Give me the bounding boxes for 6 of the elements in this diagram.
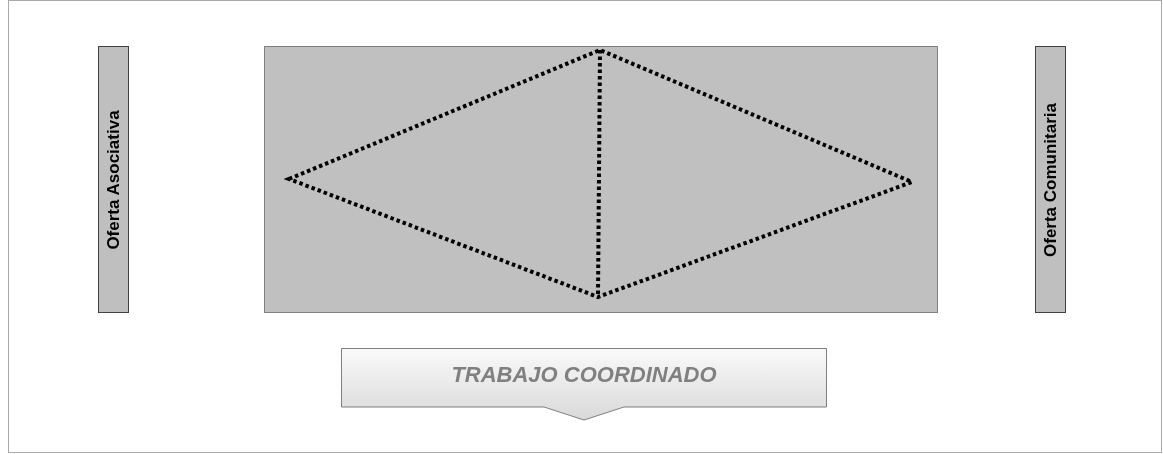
box-label: Oferta Comunitaria bbox=[1040, 102, 1061, 257]
callout-text: TRABAJO COORDINADO bbox=[450, 362, 718, 388]
label-box bbox=[98, 46, 129, 313]
callout-arrow-box bbox=[341, 348, 827, 421]
box-label: Oferta Asociativa bbox=[103, 109, 124, 250]
label-box bbox=[1035, 46, 1066, 313]
